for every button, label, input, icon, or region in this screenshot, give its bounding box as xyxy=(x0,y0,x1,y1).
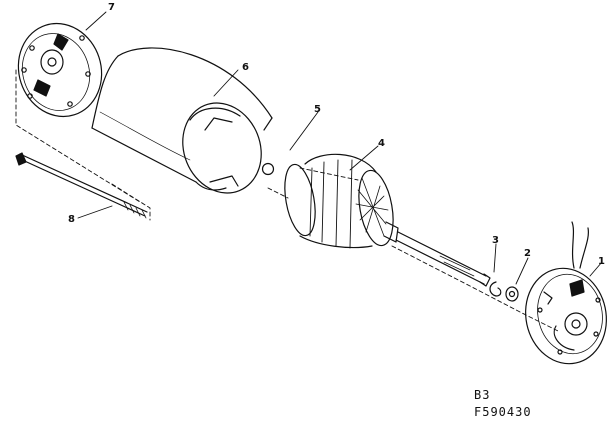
retaining-ring xyxy=(489,281,502,297)
assembly-guide-lines xyxy=(15,69,561,333)
page-code: B3 xyxy=(474,388,491,402)
armature xyxy=(284,153,491,287)
callout-5: 5 xyxy=(314,104,321,115)
leader-lines xyxy=(77,11,603,285)
callout-1: 1 xyxy=(598,256,605,267)
callout-2: 2 xyxy=(524,248,531,259)
washer xyxy=(505,286,519,302)
callout-8: 8 xyxy=(68,214,75,225)
callout-7: 7 xyxy=(108,2,115,13)
ball xyxy=(261,162,275,176)
end-bell-commutator xyxy=(525,221,607,365)
end-bell-drive xyxy=(17,22,103,118)
figure-code: F590430 xyxy=(474,405,532,419)
callout-4: 4 xyxy=(378,138,385,149)
callout-6: 6 xyxy=(242,62,249,73)
through-bolt xyxy=(15,152,148,219)
callout-3: 3 xyxy=(492,235,499,246)
field-housing xyxy=(91,47,273,194)
